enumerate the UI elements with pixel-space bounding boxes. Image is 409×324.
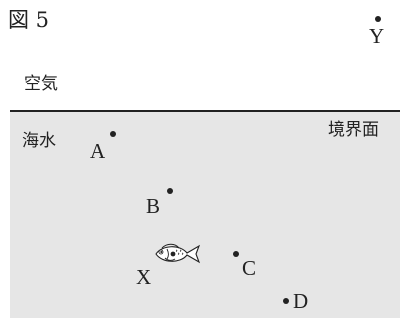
point-d-dot [283,298,289,304]
point-y-dot [375,16,381,22]
point-a-label: A [90,139,106,163]
point-b-dot [167,188,173,194]
point-c-dot [233,251,239,257]
boundary-surface-label: 境界面 [328,120,379,140]
point-a-dot [110,131,116,137]
point-y-label: Y [369,24,385,48]
point-b-label: B [146,194,161,218]
boundary-surface-line [10,110,400,112]
fish-icon [155,243,201,264]
point-d-label: D [293,289,309,313]
air-label: 空気 [24,74,58,94]
point-c-label: C [242,256,257,280]
point-x-label: X [136,265,152,289]
seawater-label: 海水 [22,131,56,151]
figure-title: 図 5 [8,8,50,32]
seawater-region [10,112,400,318]
